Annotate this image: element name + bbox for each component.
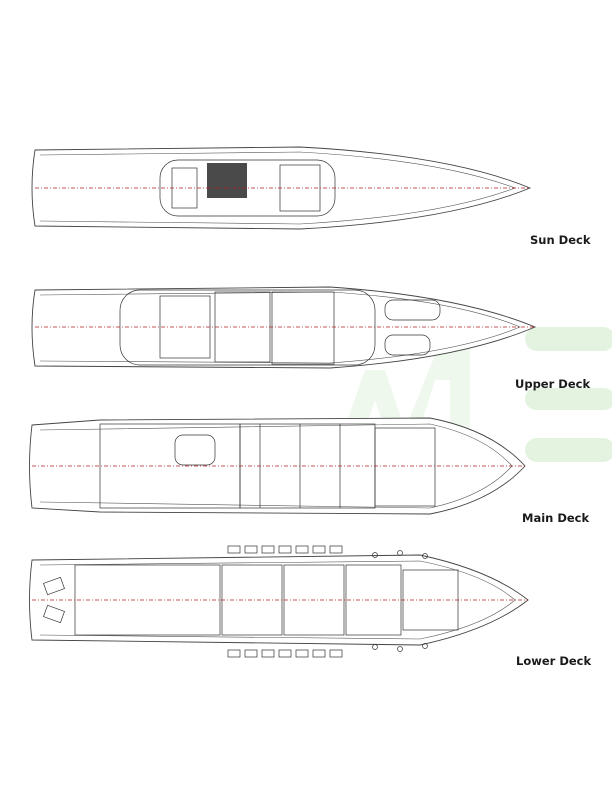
main-deck-plan bbox=[29, 417, 526, 515]
lower-deck-plan bbox=[29, 545, 529, 658]
lower-deck-label: Lower Deck bbox=[516, 654, 592, 668]
upper-deck-label: Upper Deck bbox=[515, 377, 591, 391]
sun-deck-plan bbox=[31, 146, 532, 230]
watermark-logo bbox=[330, 327, 612, 480]
upper-deck-plan bbox=[31, 286, 537, 369]
main-deck-label: Main Deck bbox=[522, 511, 590, 525]
sun-deck-label: Sun Deck bbox=[530, 233, 591, 247]
